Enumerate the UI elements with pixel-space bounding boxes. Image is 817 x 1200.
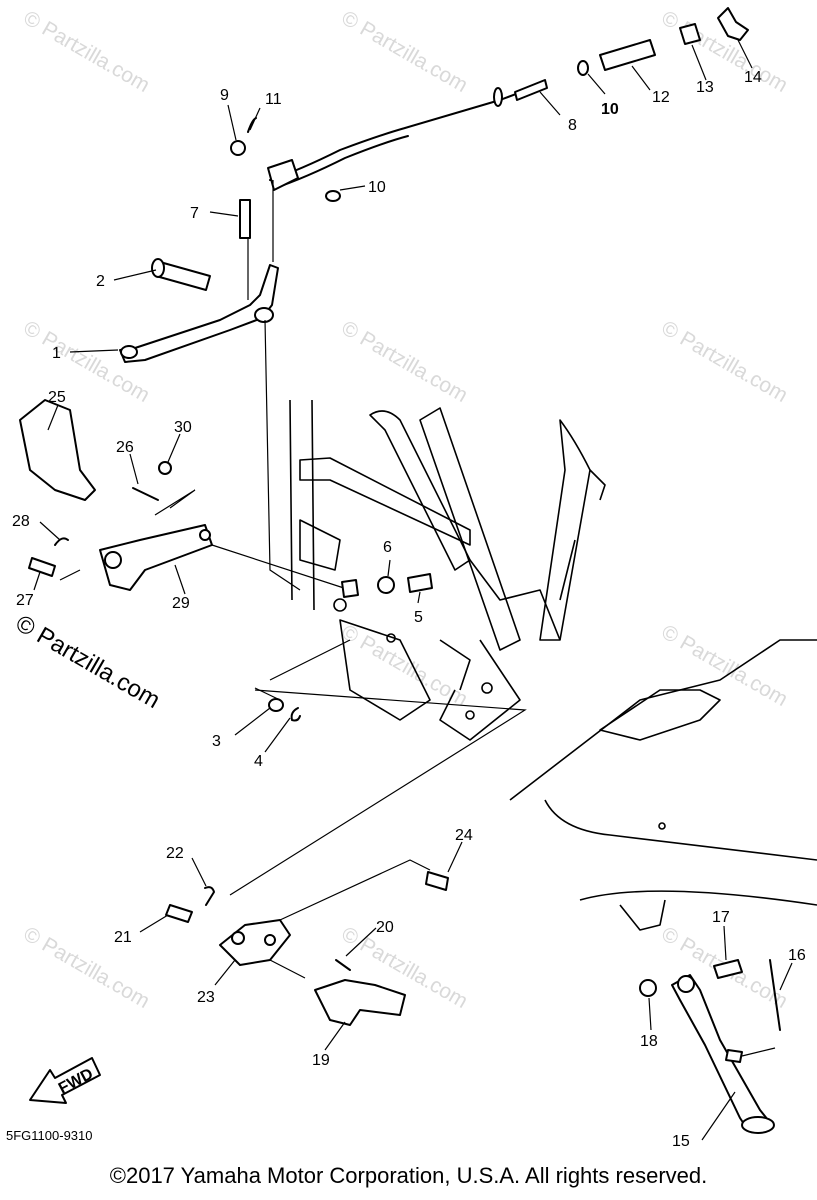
rod-collar [493,87,503,107]
spring-26 [132,487,159,501]
wing-nut-14 [717,7,749,41]
callout-30: 30 [174,419,192,436]
copyright-notice: ©2017 Yamaha Motor Corporation, U.S.A. A… [109,1163,708,1188]
callout-22: 22 [166,845,184,862]
nut-18 [639,979,657,997]
callout-29: 29 [172,595,190,612]
brake-rod-assembly [230,7,749,300]
cotter-28 [54,537,69,546]
watermark: © Partzilla.com [338,6,472,97]
sidestand-assembly [639,959,781,1134]
collar-13 [679,23,701,45]
frame-assembly [289,399,606,741]
callout-24: 24 [455,827,473,844]
pin-27 [28,557,56,577]
callout-1: 1 [52,345,61,362]
mount-hardware [229,573,527,896]
callout-20: 20 [376,919,394,936]
footrest-right [165,859,449,1026]
diagram-code: 5FG1100-9310 [6,1128,93,1143]
watermark-dark: © Partzilla.com [11,610,165,714]
sidestand-15 [671,974,769,1131]
pin-9 [230,140,246,156]
bolt-24 [425,871,449,891]
watermark: © Partzilla.com [658,620,792,711]
watermark: © Partzilla.com [338,316,472,407]
callout-28: 28 [12,513,30,530]
washer-10-top [577,60,589,76]
rod-threads [514,79,548,101]
brake-pedal-assembly [119,180,301,591]
callout-14: 14 [744,69,762,86]
callout-10-top: 10 [601,101,619,118]
callout-12: 12 [652,89,670,106]
watermark: © Partzilla.com [20,922,154,1013]
bolt-30 [158,461,172,475]
callout-9: 9 [220,87,229,104]
footrest-left [19,399,351,701]
callout-6: 6 [383,539,392,556]
callout-19: 19 [312,1052,330,1069]
callout-7: 7 [190,205,199,222]
callout-13: 13 [696,79,714,96]
pin-21 [165,904,193,923]
clip-22 [204,886,215,906]
callout-27: 27 [16,592,34,609]
bracket-23 [219,919,291,966]
callouts: 1 2 3 4 5 6 7 8 9 10 10 11 12 13 14 15 1… [12,39,806,1150]
spring-12 [599,39,656,71]
callout-15: 15 [672,1133,690,1150]
callout-17: 17 [712,909,730,926]
watermark: © Partzilla.com [20,6,154,97]
circlip-4 [290,707,301,722]
callout-10-lower: 10 [368,179,386,196]
collar-6 [341,579,359,598]
foot-pad [741,1116,775,1134]
washer-3 [268,698,284,712]
callout-26: 26 [116,439,134,456]
callout-16: 16 [788,947,806,964]
callout-4: 4 [254,753,263,770]
callout-25: 25 [48,389,66,406]
joint-clevis [267,159,299,191]
callout-21: 21 [114,929,132,946]
footrest-25 [19,399,96,501]
callout-18: 18 [640,1033,658,1050]
spring-7 [239,199,251,239]
spring-16 [769,959,781,1031]
nut-6 [377,576,395,594]
muffler-outline [509,639,817,931]
bolt-5 [407,573,433,593]
footrest-19 [314,979,406,1026]
footrest-bracket-29 [99,524,213,591]
callout-23: 23 [197,989,215,1006]
fwd-arrow-icon: FWD [29,1057,101,1104]
watermark: © Partzilla.com [658,316,792,407]
callout-5: 5 [414,609,423,626]
callout-3: 3 [212,733,221,750]
bolt-17 [713,959,743,979]
callout-8: 8 [568,117,577,134]
pin [725,1049,743,1063]
callout-2: 2 [96,273,105,290]
spring-20 [335,959,351,971]
callout-11: 11 [265,91,282,108]
washer-10-lower [325,190,341,202]
